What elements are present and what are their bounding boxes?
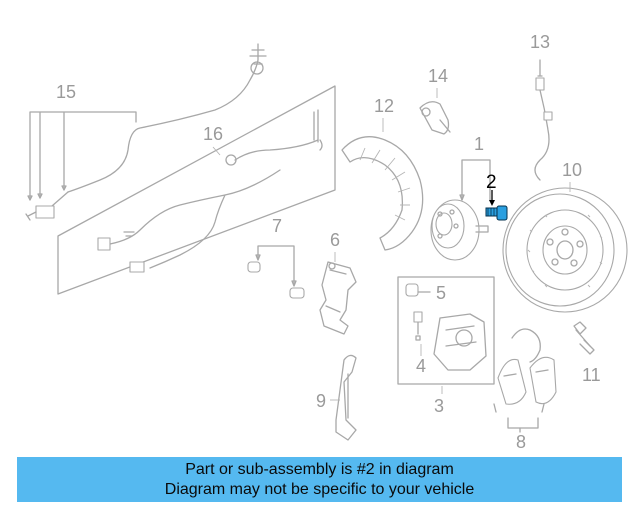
sensor-bracket [419, 101, 451, 135]
hub-bolt-highlighted [485, 190, 508, 221]
label-16: 16 [203, 124, 223, 144]
label-9: 9 [316, 391, 326, 411]
wheel-hub-assembly [430, 159, 491, 261]
label-11: 11 [582, 365, 601, 385]
spring-clip [335, 354, 357, 441]
wiring-harness-panel [25, 43, 336, 295]
label-13: 13 [530, 32, 550, 52]
label-4: 4 [416, 356, 426, 376]
label-15: 15 [56, 82, 76, 102]
disc-bolt [573, 321, 595, 355]
label-12: 12 [374, 96, 394, 116]
caption-line-2: Diagram may not be specific to your vehi… [164, 481, 475, 498]
brake-disc [502, 187, 628, 313]
caliper-assembly-box [397, 276, 495, 385]
wear-sensor-cable [534, 59, 553, 181]
caption-line-1: Part or sub-assembly is #2 in diagram [185, 461, 454, 478]
label-6: 6 [330, 230, 340, 250]
label-8: 8 [516, 432, 526, 452]
brake-pad-set [493, 328, 557, 433]
label-1: 1 [474, 134, 484, 154]
brake-splash-shield [341, 136, 424, 251]
guide-bolt-set [247, 245, 305, 299]
label-7: 7 [272, 216, 282, 236]
label-14: 14 [428, 66, 448, 86]
bleeder-screw [413, 311, 423, 341]
caliper-bracket [319, 261, 357, 335]
bleeder-cap [405, 283, 431, 297]
label-10: 10 [562, 160, 582, 180]
label-3: 3 [434, 396, 444, 416]
label-5: 5 [436, 283, 446, 303]
caption-banner: Part or sub-assembly is #2 in diagram Di… [17, 457, 622, 502]
label-2: 2 [486, 172, 497, 193]
